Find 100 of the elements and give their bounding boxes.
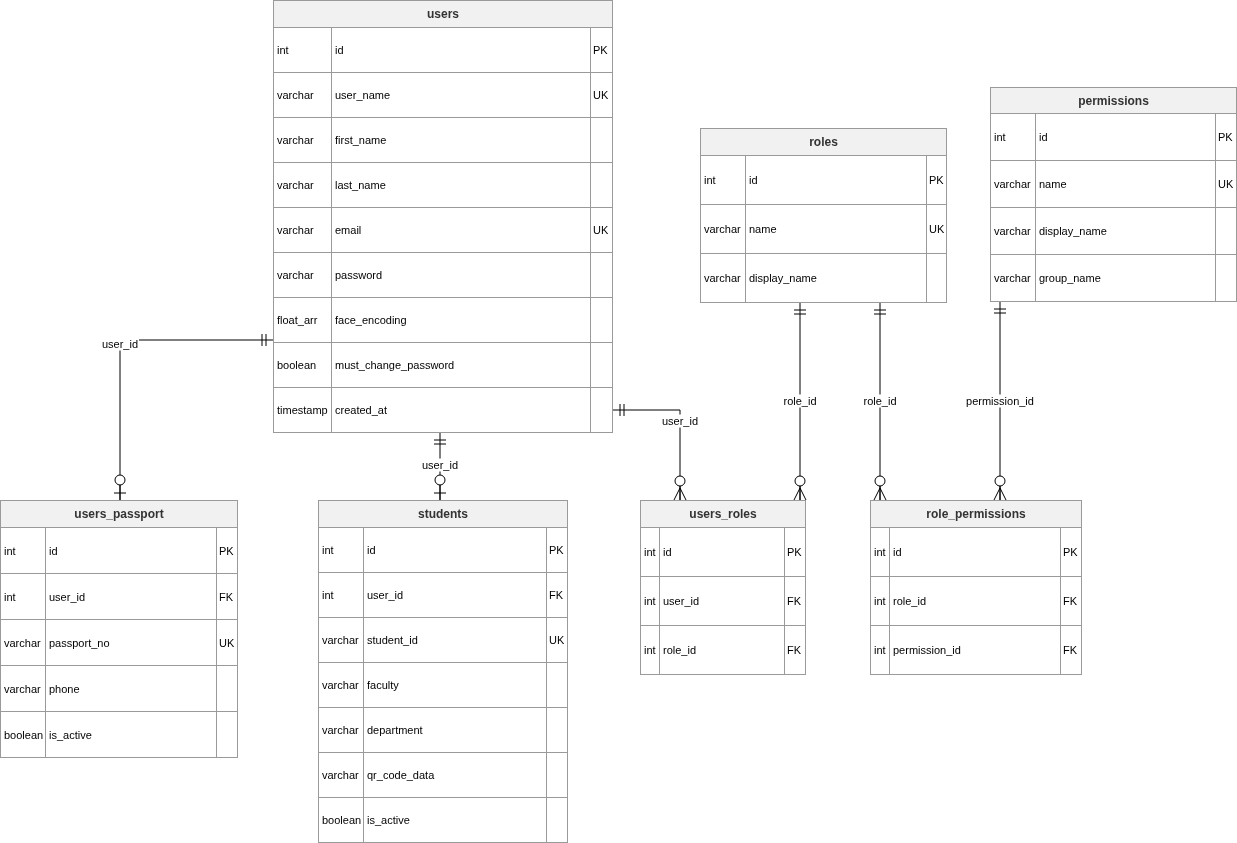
column-name: user_name [335, 89, 391, 101]
table-row [319, 617, 567, 662]
entity-table [318, 500, 568, 843]
key-label: UK [1218, 178, 1234, 190]
data-type: int [644, 595, 656, 607]
key-label: FK [549, 589, 564, 601]
table-title: students [319, 501, 567, 527]
column-name: email [335, 224, 362, 236]
table-title: users [274, 1, 612, 27]
table-row [1, 527, 237, 573]
column-name: user_id [49, 590, 86, 603]
data-type: int [874, 595, 886, 607]
relationship-line [612, 403, 687, 501]
column-name: user_id [367, 589, 404, 601]
data-type: timestamp [277, 404, 328, 416]
data-type: varchar [704, 223, 741, 235]
column-name: display_name [749, 272, 817, 284]
column-name: permission_id [893, 644, 961, 656]
edge-label: user_id [420, 458, 460, 472]
column-name: face_encoding [335, 314, 407, 326]
column-name: last_name [335, 179, 386, 191]
edge-label: permission_id [965, 394, 1035, 408]
data-type: varchar [322, 679, 359, 691]
column-name: password [335, 269, 383, 281]
data-type: float_arr [277, 314, 318, 326]
data-type: varchar [277, 269, 314, 281]
key-label: FK [1063, 644, 1078, 656]
column-name: passport_no [49, 636, 110, 649]
table-row [274, 297, 612, 342]
table-row [274, 342, 612, 387]
column-name: faculty [367, 679, 399, 691]
table-row [319, 797, 567, 842]
data-type: boolean [277, 359, 317, 371]
column-name: created_at [335, 404, 387, 416]
table-title: users_roles [641, 501, 805, 527]
key-label: PK [593, 44, 608, 56]
key-label: FK [787, 595, 802, 607]
column-name: id [749, 174, 758, 186]
data-type: boolean [4, 728, 44, 741]
data-type: varchar [277, 224, 314, 236]
table-title: users_passport [1, 501, 237, 527]
table-row [274, 162, 612, 207]
column-name: first_name [335, 134, 387, 146]
edge-label: user_id [660, 414, 700, 428]
column-name: department [367, 724, 423, 736]
relationship-line [873, 302, 887, 501]
table-row [319, 572, 567, 617]
data-type: int [644, 546, 656, 558]
table-row [991, 113, 1236, 160]
column-name: must_change_password [335, 359, 455, 371]
data-type: int [277, 44, 289, 56]
key-label: PK [929, 174, 944, 186]
key-label: PK [219, 544, 234, 557]
table-row [701, 204, 946, 253]
table-row [274, 252, 612, 297]
table-row [991, 160, 1236, 207]
key-label: PK [1063, 546, 1078, 558]
edge-label: role_id [862, 394, 898, 408]
column-name: is_active [49, 728, 92, 741]
data-type: int [644, 644, 656, 656]
table-row [641, 527, 805, 576]
data-type: int [704, 174, 716, 186]
key-label: FK [1063, 595, 1078, 607]
table-row [319, 707, 567, 752]
table-row [1, 665, 237, 711]
data-type: varchar [277, 89, 314, 101]
entity-table [870, 500, 1082, 675]
key-label: UK [593, 89, 609, 101]
key-label: UK [929, 223, 945, 235]
table-row [1, 619, 237, 665]
table-row [1, 711, 237, 757]
column-name: role_id [893, 595, 927, 607]
column-name: group_name [1039, 272, 1101, 284]
data-type: varchar [322, 634, 359, 646]
data-type: varchar [994, 225, 1031, 237]
key-label: UK [219, 636, 235, 649]
table-row [319, 527, 567, 572]
entity-table [273, 0, 613, 433]
table-row [991, 254, 1236, 301]
table-title: roles [701, 129, 946, 155]
data-type: boolean [322, 814, 362, 826]
data-type: int [322, 589, 334, 601]
column-name: is_active [367, 814, 410, 826]
key-label: PK [549, 544, 564, 556]
table-row [641, 625, 805, 674]
entity-table [0, 500, 238, 758]
data-type: int [4, 590, 16, 603]
edge-label: user_id [100, 337, 140, 351]
data-type: varchar [322, 724, 359, 736]
column-name: name [749, 223, 777, 235]
table-row [871, 527, 1081, 576]
data-type: varchar [322, 769, 359, 781]
relationship-line [113, 333, 274, 501]
table-row [1, 573, 237, 619]
relationship-line [993, 301, 1007, 501]
table-row [274, 387, 612, 432]
key-label: FK [787, 644, 802, 656]
table-row [701, 155, 946, 204]
column-name: phone [49, 682, 80, 695]
table-row [871, 625, 1081, 674]
